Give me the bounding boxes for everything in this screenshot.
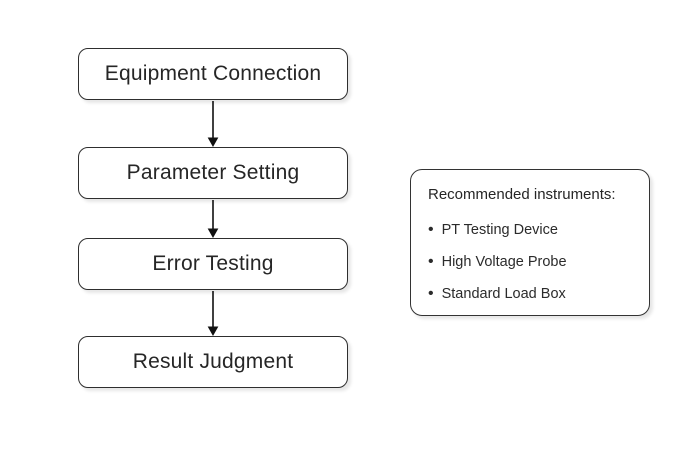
down-arrow-icon <box>207 200 219 239</box>
bullet-icon: • <box>428 253 434 270</box>
flow-step-label: Result Judgment <box>132 350 294 373</box>
flow-step-result-judgment: Result Judgment <box>78 336 348 388</box>
down-arrow-icon <box>207 291 219 337</box>
flow-step-label: Equipment Connection <box>104 62 322 85</box>
list-item-label: Standard Load Box <box>441 286 566 302</box>
recommended-instruments-panel: Recommended instruments: • PT Testing De… <box>410 169 650 316</box>
list-item: • PT Testing Device <box>428 214 633 246</box>
flow-step-error-testing: Error Testing <box>78 238 348 290</box>
flow-step-label: Parameter Setting <box>126 161 300 184</box>
flow-step-equipment-connection: Equipment Connection <box>78 48 348 100</box>
list-item-label: PT Testing Device <box>441 222 558 238</box>
list-item: • High Voltage Probe <box>428 246 633 278</box>
bullet-icon: • <box>428 285 434 302</box>
flow-step-label: Error Testing <box>152 252 274 275</box>
list-item: • Standard Load Box <box>428 278 633 310</box>
bullet-icon: • <box>428 221 434 238</box>
down-arrow-icon <box>207 101 219 148</box>
flow-step-parameter-setting: Parameter Setting <box>78 147 348 199</box>
panel-title: Recommended instruments: <box>428 186 616 203</box>
list-item-label: High Voltage Probe <box>441 254 567 270</box>
